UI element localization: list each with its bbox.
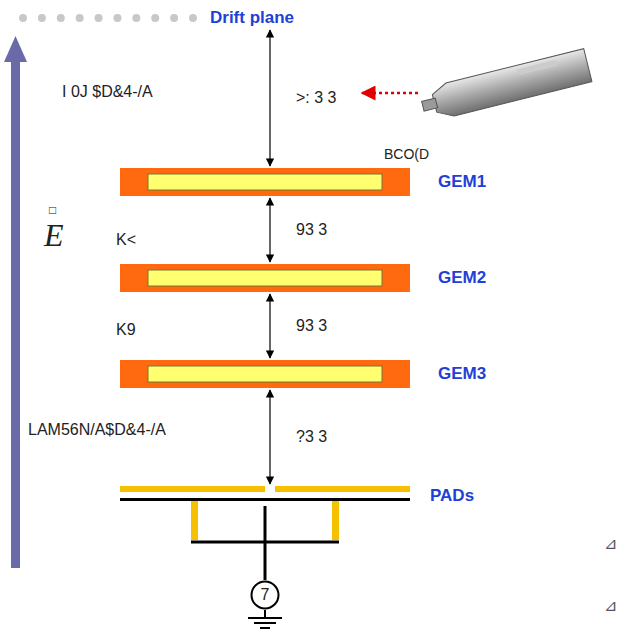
gap-size: >: 3 3: [294, 88, 338, 108]
readout-pads-outline: [120, 486, 410, 506]
part-name: Drift plane: [210, 8, 298, 28]
field-arrow: [4, 36, 27, 568]
gap-name: LAM56N/A$D&4-/A: [28, 420, 166, 439]
drift-plane-outline: [18, 8, 198, 28]
source-name: BCO(D: [384, 146, 429, 163]
beam-arrow: [362, 92, 418, 95]
gap-name: I 0J $D&4-/A: [62, 82, 153, 101]
gem-foil-outline: [120, 168, 410, 196]
gem-foil-outline: [120, 360, 410, 388]
readout-pads: PADs: [120, 486, 478, 506]
bullet-mark: ⊿: [604, 596, 617, 615]
ammeter-symbol: 7: [250, 580, 280, 610]
ground-symbol: [248, 610, 282, 628]
dimension-arrow: [269, 198, 270, 262]
gap-size: 93 3: [294, 220, 329, 240]
bullet-mark: ⊿: [604, 534, 617, 553]
gap-name: K9: [116, 320, 136, 339]
gap-size: ?3 3: [294, 427, 329, 447]
part-name: GEM2: [438, 264, 490, 288]
xray-gun: [419, 49, 592, 123]
gem-foil: GEM3: [120, 360, 490, 388]
dimension-arrow: [269, 30, 270, 166]
vector-mark: □: [49, 203, 56, 217]
gem-foil-outline: [120, 264, 410, 292]
meter-number: 7: [261, 586, 270, 604]
part-name: GEM1: [438, 168, 490, 192]
gap-name: K<: [116, 230, 136, 249]
dimension-arrow: [269, 294, 270, 358]
dimension-arrow: [269, 390, 270, 484]
part-name: PADs: [430, 486, 478, 506]
part-name: GEM3: [438, 360, 490, 384]
drift-plane: Drift plane: [18, 8, 298, 28]
wire: [264, 506, 267, 580]
gem-foil: GEM1: [120, 168, 490, 196]
field-symbol: E: [44, 216, 64, 254]
gem-foil: GEM2: [120, 264, 490, 292]
gap-size: 93 3: [294, 316, 329, 336]
